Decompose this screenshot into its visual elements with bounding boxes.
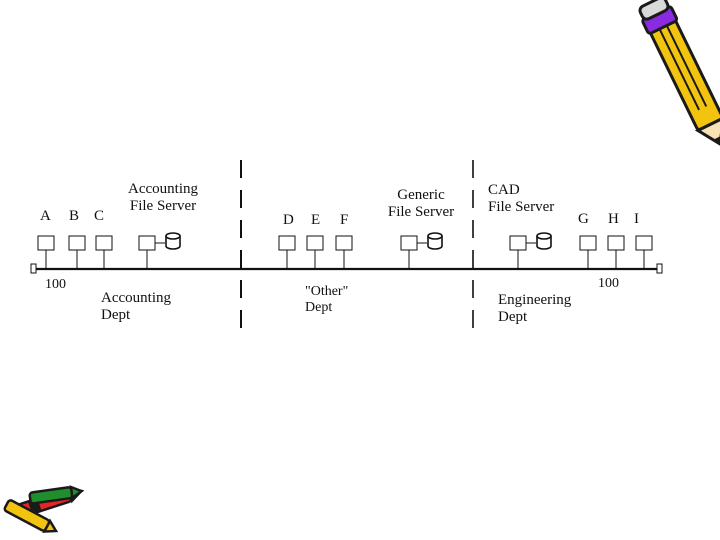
pencil-clipart-icon bbox=[638, 0, 720, 147]
dept-label-line: "Other" bbox=[305, 284, 349, 299]
server-label-line: File Server bbox=[488, 199, 555, 216]
cad-file-server bbox=[509, 232, 552, 269]
dept-label-line: Accounting bbox=[101, 290, 171, 306]
node-label-a: A bbox=[40, 208, 51, 224]
node-label-c: C bbox=[94, 208, 105, 224]
dept-label-line: Engineering bbox=[498, 292, 572, 308]
disk-drive-icon bbox=[536, 232, 552, 250]
generic-file-server bbox=[400, 232, 443, 269]
workstation-i bbox=[635, 235, 653, 269]
node-label-e: E bbox=[311, 212, 321, 228]
node-label-h: H bbox=[608, 211, 619, 227]
accounting-file-server bbox=[138, 232, 181, 269]
server-label-line: Generic bbox=[397, 187, 445, 203]
workstation-d bbox=[278, 235, 296, 269]
dept-label-line: Dept bbox=[498, 309, 528, 326]
node-label-b: B bbox=[69, 208, 80, 224]
bus-terminator-left bbox=[30, 263, 37, 274]
workstation-h bbox=[607, 235, 625, 269]
generic-file-server-label: Generic File Server bbox=[378, 187, 464, 222]
crayons-clipart-icon bbox=[3, 485, 85, 533]
bus-speed-right-label: 100 bbox=[598, 276, 619, 291]
disk-drive-icon bbox=[165, 232, 181, 250]
cad-file-server-label: CAD File Server bbox=[488, 182, 554, 217]
node-label-i: I bbox=[634, 211, 639, 227]
dept-label-line: Dept bbox=[305, 300, 333, 316]
bus-terminator-right bbox=[656, 263, 663, 274]
server-label-line: File Server bbox=[129, 198, 197, 215]
workstation-e bbox=[306, 235, 324, 269]
workstation-a bbox=[37, 235, 55, 269]
other-dept-label: "Other" Dept bbox=[305, 284, 348, 316]
bus-speed-left-label: 100 bbox=[45, 277, 66, 292]
node-label-f: F bbox=[340, 212, 349, 228]
workstation-c bbox=[95, 235, 113, 269]
server-label-line: CAD bbox=[488, 182, 520, 198]
node-label-g: G bbox=[578, 211, 589, 227]
disk-drive-icon bbox=[427, 232, 443, 250]
engineering-dept-label: Engineering Dept bbox=[498, 292, 571, 327]
workstation-g bbox=[579, 235, 597, 269]
server-label-line: Accounting bbox=[128, 181, 198, 197]
workstation-f bbox=[335, 235, 353, 269]
accounting-dept-label: Accounting Dept bbox=[101, 290, 171, 325]
dept-label-line: Dept bbox=[101, 307, 131, 324]
accounting-file-server-label: Accounting File Server bbox=[120, 181, 206, 216]
node-label-d: D bbox=[283, 212, 294, 228]
workstation-b bbox=[68, 235, 86, 269]
server-label-line: File Server bbox=[387, 204, 455, 221]
